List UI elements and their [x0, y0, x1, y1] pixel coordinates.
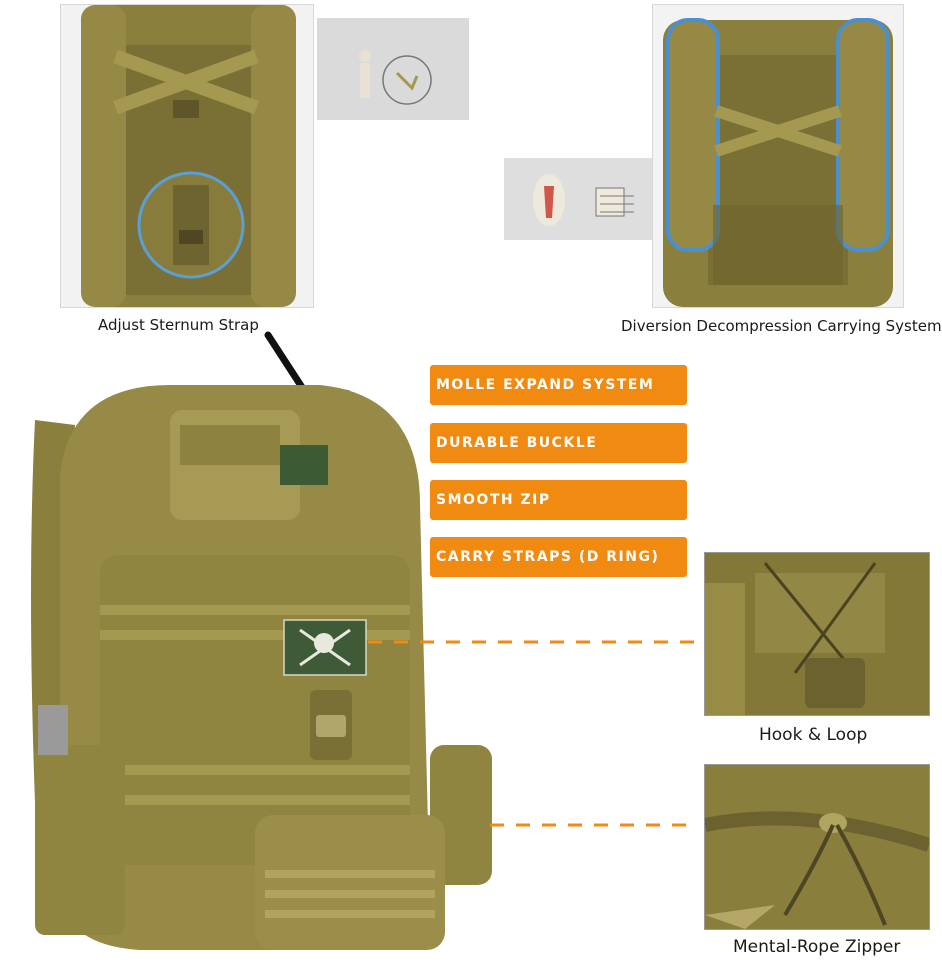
feature-carry-straps: Carry Straps (D Ring) — [430, 537, 687, 577]
feature-molle-expand-label: Molle Expand System — [436, 377, 655, 393]
backpack-photo — [0, 325, 500, 965]
feature-molle-expand: Molle Expand System — [430, 365, 687, 405]
feature-durable-buckle-label: Durable Buckle — [436, 435, 598, 451]
sternum-strap-caption: Adjust Sternum Strap — [98, 316, 259, 334]
rope-zipper-illustration — [705, 765, 929, 929]
hook-loop-caption: Hook & Loop — [759, 725, 868, 745]
feature-smooth-zip: Smooth Zip — [430, 480, 687, 520]
carrying-system-illustration — [653, 5, 903, 307]
sternum-strap-illustration — [61, 5, 313, 307]
feature-durable-buckle: Durable Buckle — [430, 423, 687, 463]
pointer-lines — [368, 640, 698, 827]
backpack-illustration — [31, 331, 492, 950]
sternum-strap-photo — [60, 4, 314, 308]
hook-loop-photo — [704, 552, 930, 716]
hook-loop-illustration — [705, 553, 929, 715]
feature-carry-straps-label: Carry Straps (D Ring) — [436, 549, 660, 565]
rope-zipper-caption: Mental-Rope Zipper — [733, 937, 901, 957]
rope-zipper-photo — [704, 764, 930, 930]
decompression-diagram — [504, 158, 654, 240]
feature-smooth-zip-label: Smooth Zip — [436, 492, 551, 508]
decompression-diagram-thumbnail — [504, 158, 654, 240]
sternum-diagram-thumbnail — [317, 18, 469, 120]
sternum-diagram — [317, 18, 469, 120]
carrying-system-photo — [652, 4, 904, 308]
carrying-system-caption: Diversion Decompression Carrying System — [621, 317, 942, 335]
